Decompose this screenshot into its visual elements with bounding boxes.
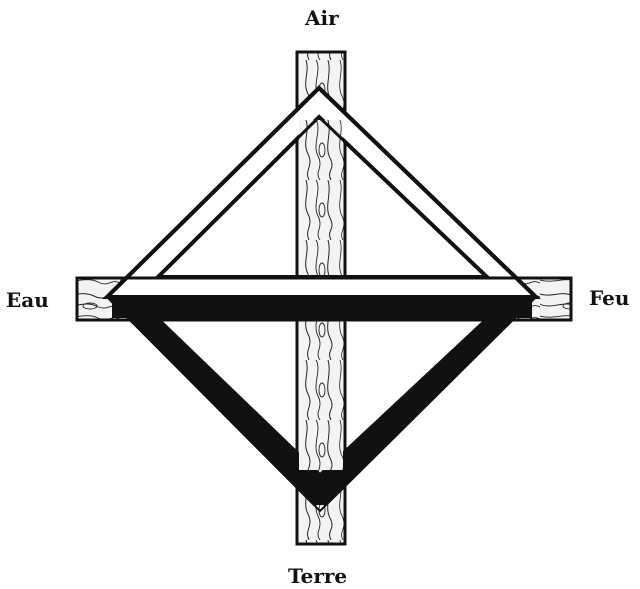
vertical-wood-post-upper-inner (299, 120, 343, 275)
vertical-wood-post-inner (299, 320, 343, 470)
black-base-bar (112, 297, 532, 318)
label-air: Air (305, 8, 339, 28)
label-terre: Terre (288, 566, 347, 586)
label-eau: Eau (6, 290, 49, 310)
label-feu: Feu (589, 288, 629, 308)
